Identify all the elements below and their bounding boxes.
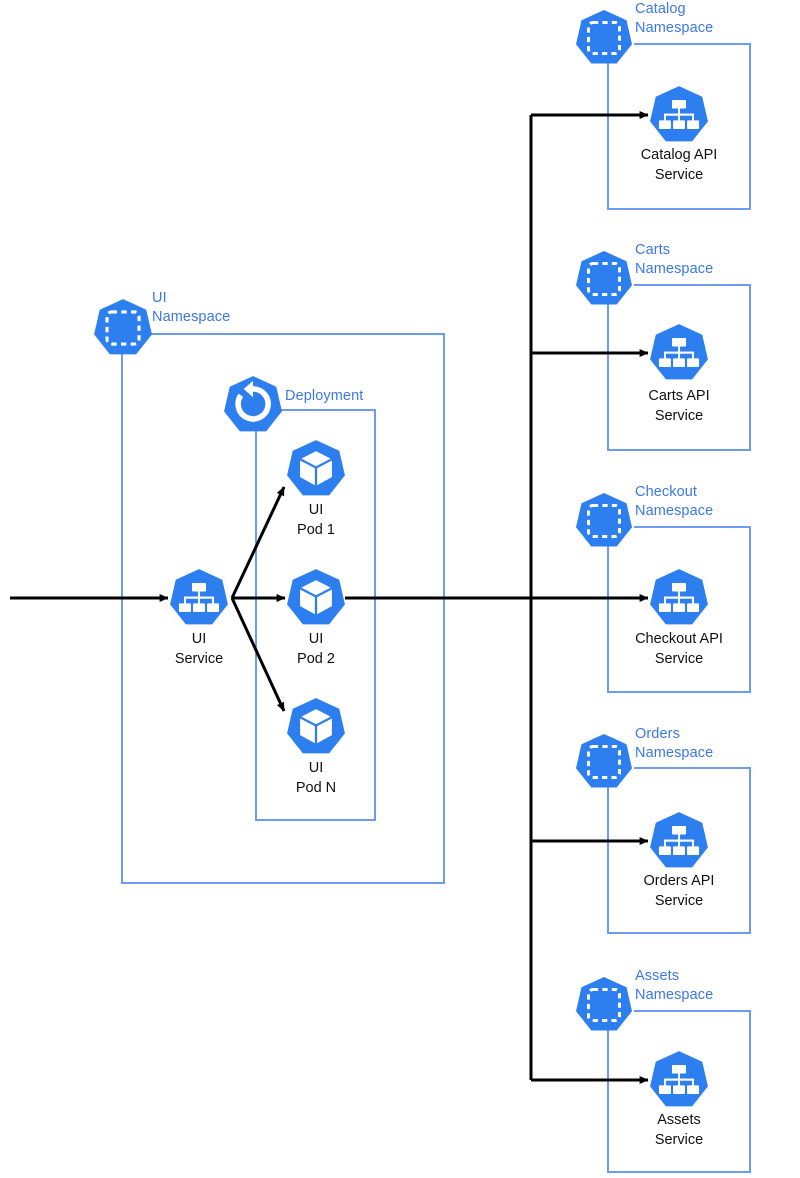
carts-api-service-label: Carts API Service: [648, 388, 710, 424]
service-icon: [650, 812, 708, 868]
checkout-namespace-label: Checkout Namespace: [635, 484, 714, 519]
ui-namespace-box: [121, 333, 445, 884]
checkout-namespace-box: [607, 526, 751, 693]
ui-pod-1-label: UI Pod 1: [297, 502, 335, 538]
ui-to-backends-trunk: [345, 115, 533, 1080]
service-icon: [650, 324, 708, 380]
pod-icon: [285, 438, 347, 497]
namespace-icon: [574, 732, 634, 789]
namespace-icon: [574, 975, 634, 1032]
ui-namespace-label: UI Namespace: [152, 290, 231, 325]
service-icon: [650, 1051, 708, 1107]
catalog-api-service-label: Catalog API Service: [640, 147, 718, 183]
pod-icon: [285, 696, 347, 755]
orders-namespace-label: Orders Namespace: [635, 726, 714, 761]
service-icon: [170, 569, 228, 625]
namespace-icon: [574, 491, 634, 548]
ui-pod-2-label: UI Pod 2: [297, 631, 335, 667]
ui-service-label: UI Service: [174, 631, 224, 667]
namespace-icon: [574, 8, 634, 65]
assets-namespace-box: [607, 1010, 751, 1173]
service-icon: [650, 569, 708, 625]
service-icon: [650, 86, 708, 142]
service-to-pods-arrows: [230, 486, 286, 712]
catalog-namespace-label: Catalog Namespace: [635, 1, 714, 36]
namespace-icon: [574, 249, 634, 306]
namespace-icon: [92, 297, 154, 356]
carts-namespace-box: [607, 284, 751, 451]
pod-icon: [285, 567, 347, 626]
carts-namespace-label: Carts Namespace: [635, 242, 714, 277]
orders-api-service-label: Orders API Service: [643, 873, 715, 909]
deployment-label: Deployment: [285, 388, 364, 404]
deployment-icon: [224, 376, 282, 431]
assets-service-label: Assets Service: [654, 1112, 704, 1148]
checkout-api-service-label: Checkout API Service: [635, 631, 723, 667]
ui-pod-n-label: UI Pod N: [295, 760, 337, 796]
catalog-namespace-box: [607, 43, 751, 210]
orders-namespace-box: [607, 767, 751, 934]
deployment-box: [255, 409, 376, 821]
assets-namespace-label: Assets Namespace: [635, 968, 714, 1003]
